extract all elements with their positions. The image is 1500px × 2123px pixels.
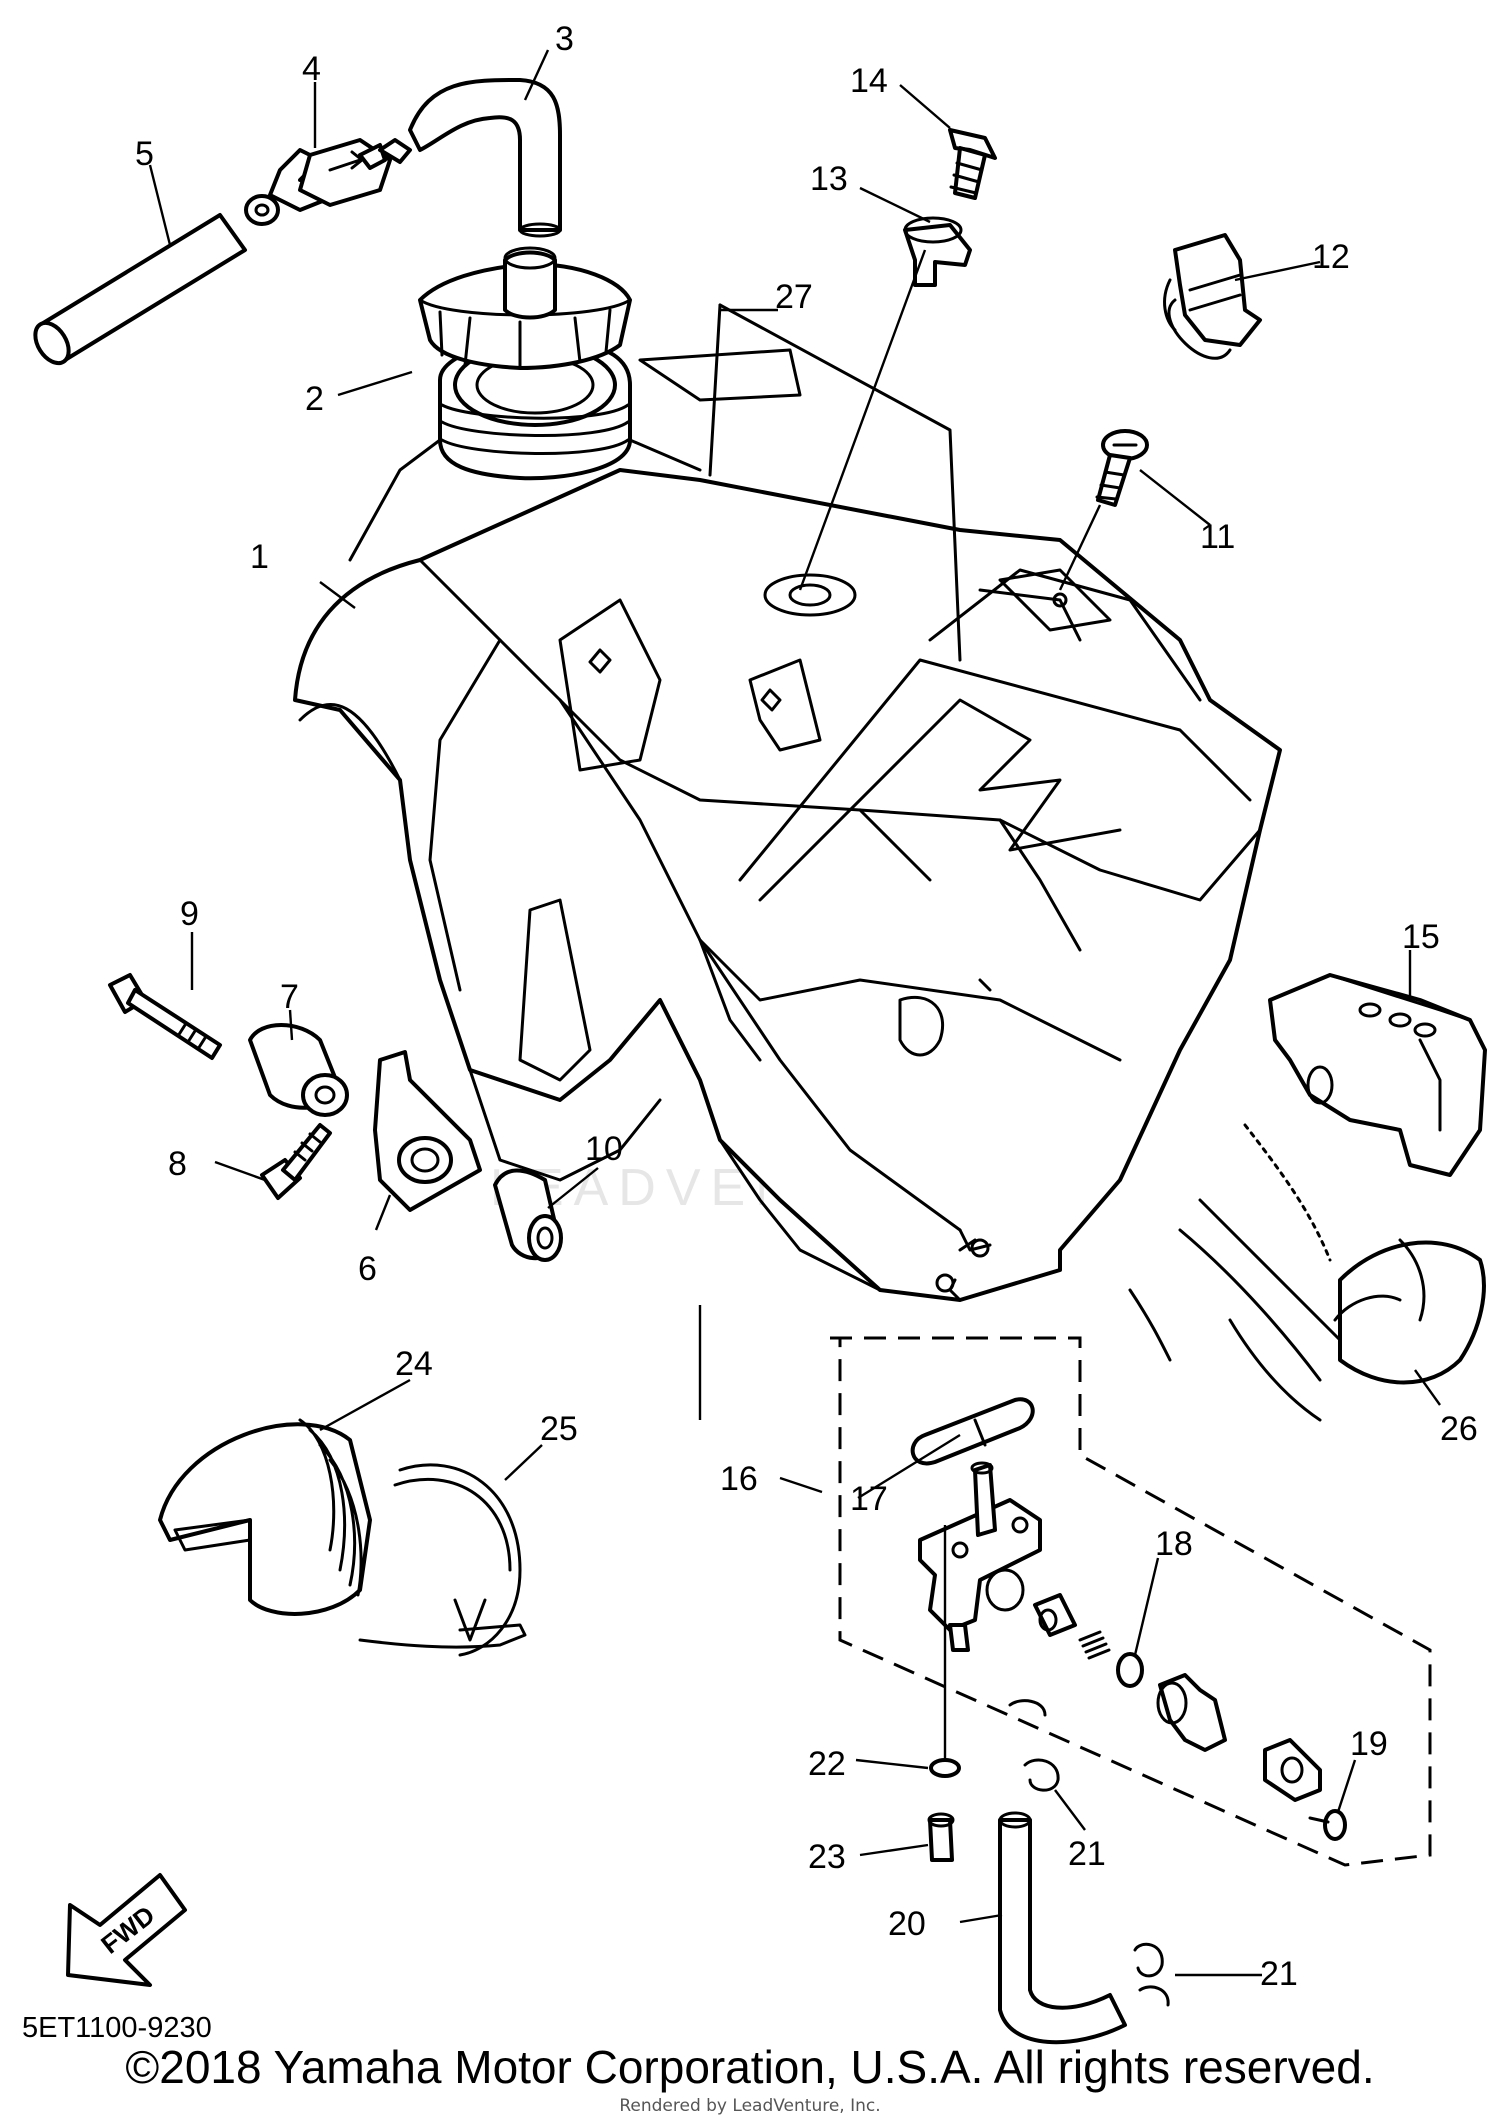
callout-23: 23 [808,1838,846,1876]
part-1-fuel-tank[interactable] [293,337,1282,1302]
callout-22: 22 [808,1745,846,1783]
part-9-bolt[interactable] [108,973,222,1060]
part-17-gasket[interactable] [910,1397,1035,1466]
callout-18: 18 [1155,1525,1193,1563]
callout-3: 3 [555,20,574,58]
callout-5: 5 [135,135,154,173]
callout-17: 17 [850,1480,888,1518]
callout-14: 14 [850,62,888,100]
rendered-by-text: Rendered by LeadVenture, Inc. [619,2096,881,2116]
callout-15: 15 [1402,918,1440,956]
part-7-damper[interactable] [248,1023,349,1117]
part-24-boot[interactable] [158,1418,372,1616]
callout-1: 1 [250,538,269,576]
callout-8: 8 [168,1145,187,1183]
callout-7: 7 [280,978,299,1016]
part-18-o-ring[interactable] [1116,1652,1144,1688]
part-5-hose[interactable] [28,213,247,369]
fuel-cock-internals[interactable] [1033,1593,1111,1660]
callout-12: 12 [1312,238,1350,276]
part-26-cover[interactable] [1333,1238,1486,1385]
part-21-clip[interactable] [1008,1699,1170,2007]
part-6-bracket[interactable] [373,1050,482,1212]
part-3-breather-hose[interactable] [408,78,562,238]
part-19-screw-plate[interactable] [1263,1738,1347,1841]
part-2-fuel-cap[interactable] [418,246,632,370]
fuel-cock-body[interactable] [918,1461,1042,1652]
part-27-label[interactable] [708,303,962,662]
callout-24: 24 [395,1345,433,1383]
callout-4: 4 [302,50,321,88]
callout-19: 19 [1350,1725,1388,1763]
part-4-check-valve[interactable] [244,138,412,226]
callout-13: 13 [810,160,848,198]
callout-20: 20 [888,1905,926,1943]
part-15-cover[interactable] [1268,973,1487,1177]
callout-2: 2 [305,380,324,418]
callout-labels: 1 2 3 4 5 6 7 8 9 10 11 12 13 14 15 16 1… [135,20,1478,1993]
part-22-washer[interactable] [929,1758,961,1778]
part-13-grommet[interactable] [903,216,972,287]
callout-11: 11 [1200,518,1235,556]
callout-6: 6 [358,1250,377,1288]
part-16-fuel-cock-assembly[interactable] [830,1336,1432,1867]
frame-context-lines [1128,1123,1342,1422]
copyright-text: ©2018 Yamaha Motor Corporation, U.S.A. A… [125,2041,1375,2093]
callout-21b: 21 [1260,1955,1298,1993]
part-8-bolt[interactable] [260,1123,332,1200]
catalog-number: 5ET1100-9230 [22,2012,212,2044]
callout-9: 9 [180,895,199,933]
part-12-clip[interactable] [1163,233,1262,360]
leader-lines [148,49,1441,1977]
callout-26: 26 [1440,1410,1478,1448]
callout-21a: 21 [1068,1835,1106,1873]
fwd-arrow-icon: FWD [66,1873,187,1987]
callout-16: 16 [720,1460,758,1498]
part-20-fuel-hose[interactable] [998,1811,1127,2045]
callout-10: 10 [585,1130,623,1168]
part-11-screw[interactable] [1095,429,1149,507]
callout-25: 25 [540,1410,578,1448]
part-10-collar[interactable] [493,1168,563,1262]
callout-27: 27 [775,278,813,316]
fuel-cock-lever[interactable] [1156,1673,1227,1752]
part-23-bolt[interactable] [927,1812,955,1862]
part-14-screw[interactable] [948,128,997,200]
part-25-band[interactable] [358,1463,527,1657]
